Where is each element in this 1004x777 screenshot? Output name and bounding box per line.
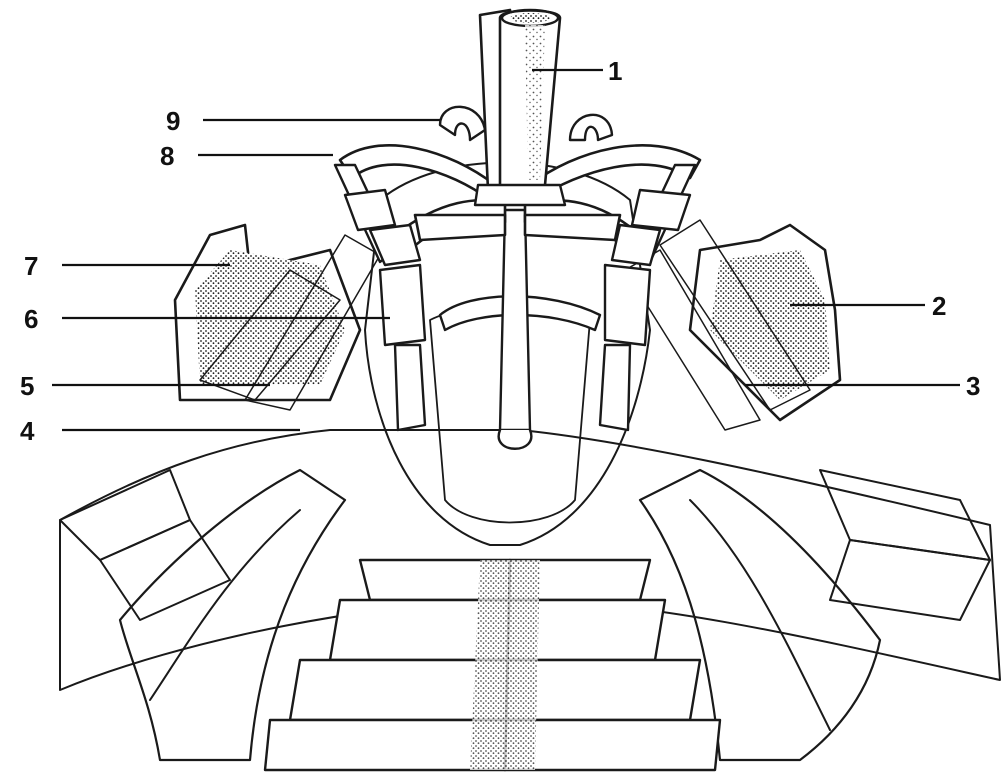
label-6: 6 [24, 304, 38, 334]
label-7: 7 [24, 251, 38, 281]
body-segments [60, 430, 1000, 770]
label-1: 1 [608, 56, 622, 86]
label-4: 4 [20, 416, 35, 446]
label-9: 9 [166, 106, 180, 136]
label-3: 3 [966, 371, 980, 401]
label-8: 8 [160, 141, 174, 171]
label-5: 5 [20, 371, 34, 401]
right-lateral-plate [625, 220, 840, 430]
label-2: 2 [932, 291, 946, 321]
